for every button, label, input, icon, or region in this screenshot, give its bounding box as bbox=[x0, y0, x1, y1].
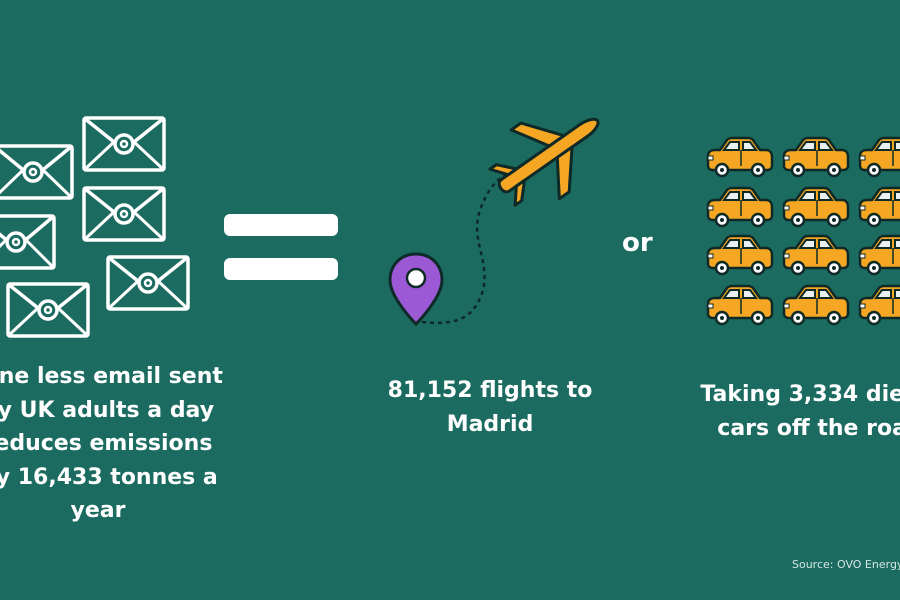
diesel-cars-caption: Taking 3,334 diesel cars off the road bbox=[690, 378, 900, 445]
car-icon bbox=[858, 136, 900, 178]
car-icon bbox=[706, 284, 774, 326]
email-envelope-icon bbox=[106, 255, 190, 311]
car-icon bbox=[706, 234, 774, 276]
car-icon bbox=[782, 284, 850, 326]
flight-path-illustration bbox=[388, 117, 600, 327]
caption-line: year bbox=[70, 498, 126, 523]
email-envelope-icon bbox=[82, 116, 166, 172]
equals-bar-top bbox=[224, 214, 338, 236]
car-icon bbox=[706, 136, 774, 178]
source-credit: Source: OVO Energy bbox=[792, 558, 900, 571]
car-icon bbox=[782, 234, 850, 276]
caption-line: by 16,433 tonnes a bbox=[0, 464, 218, 490]
caption-line: reduces emissions bbox=[0, 431, 213, 456]
car-icon bbox=[858, 284, 900, 326]
email-envelope-icon bbox=[0, 144, 74, 200]
car-icon bbox=[706, 186, 774, 228]
location-pin-icon bbox=[388, 252, 444, 327]
caption-line: One less email sent bbox=[0, 364, 223, 389]
equals-bar-bottom bbox=[224, 258, 338, 280]
flights-caption: 81,152 flights to Madrid bbox=[380, 374, 600, 441]
caption-line: by UK adults a day bbox=[0, 397, 215, 423]
or-label: or bbox=[622, 228, 653, 258]
car-icon bbox=[858, 186, 900, 228]
email-emissions-caption: One less email sent by UK adults a day r… bbox=[0, 360, 223, 528]
car-icon bbox=[858, 234, 900, 276]
dashed-flight-path bbox=[421, 170, 511, 325]
caption-line: cars off the road bbox=[717, 415, 900, 441]
car-icon bbox=[782, 186, 850, 228]
caption-line: Taking 3,334 diesel bbox=[700, 382, 900, 407]
caption-line: 81,152 flights to bbox=[387, 378, 593, 403]
email-envelope-icon bbox=[82, 186, 166, 242]
car-icon bbox=[782, 136, 850, 178]
caption-line: Madrid bbox=[446, 411, 534, 437]
email-envelope-icon bbox=[0, 214, 56, 270]
airplane-icon bbox=[488, 117, 600, 207]
email-envelope-icon bbox=[6, 282, 90, 338]
